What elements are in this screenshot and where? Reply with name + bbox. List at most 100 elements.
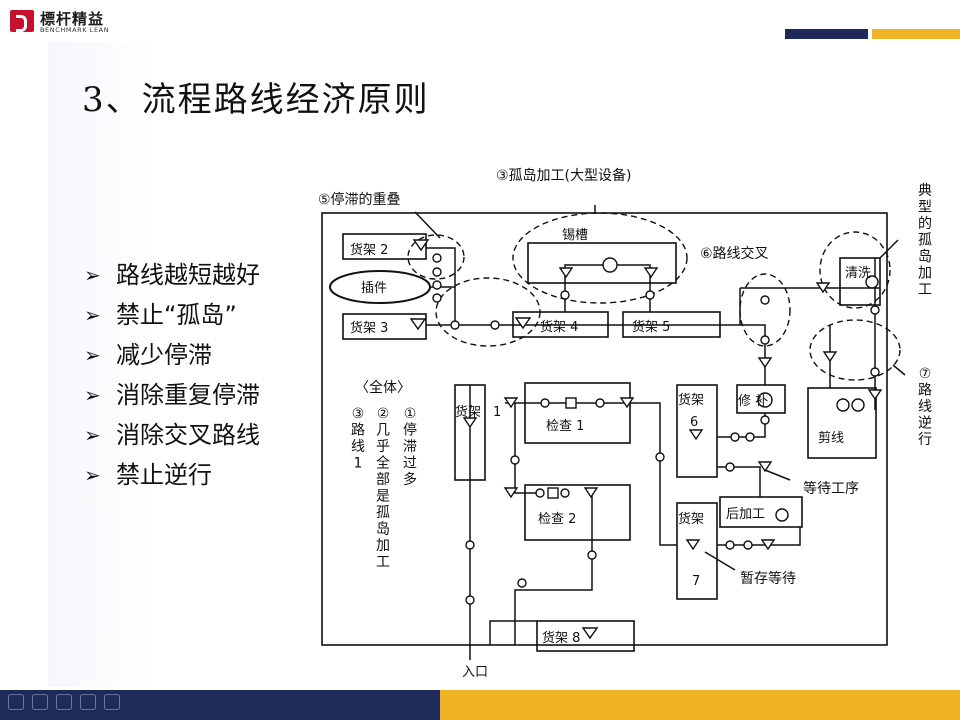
annotation-island-top: ③孤岛加工(大型设备) (496, 167, 631, 184)
station-box-wash (839, 257, 881, 306)
station-box-post (719, 496, 803, 528)
storage-triangle (409, 318, 427, 331)
top-accent-bar-navy (785, 29, 868, 39)
dashed-ring-island (512, 212, 688, 304)
top-accent-bar-gold (872, 29, 960, 39)
storage-triangle (462, 417, 478, 429)
route-line (489, 620, 537, 645)
storage-triangle (757, 461, 773, 473)
dashed-ring-crossing (739, 273, 791, 347)
station-number-shelf1: 1 (493, 405, 501, 420)
pointer-line (764, 469, 791, 481)
process-circle (560, 290, 570, 300)
process-circle (517, 578, 527, 588)
bottom-accent-gold (440, 690, 960, 720)
process-circle (432, 253, 442, 263)
annotation-crossing: ⑥路线交叉 (700, 245, 769, 262)
bullet-item: ➢ 消除交叉路线 (84, 415, 260, 455)
process-circle (760, 415, 770, 425)
process-circle (655, 452, 665, 462)
bullet-text: 禁止“孤岛” (116, 301, 237, 329)
station-label-shelf2: 货架 2 (350, 242, 388, 258)
dashed-ring-overlap (407, 234, 465, 280)
process-circle (510, 455, 520, 465)
bullet-item: ➢ 减少停滞 (84, 335, 260, 375)
annotation-waiting-process: 等待工序 (803, 480, 859, 497)
storage-triangle (503, 487, 519, 499)
process-circle (743, 540, 753, 550)
logo-mark-icon (10, 10, 34, 32)
process-circle (465, 595, 475, 605)
storage-triangle (760, 539, 776, 551)
zoom-icon[interactable] (56, 694, 72, 710)
pointer-line (704, 551, 736, 571)
station-box-tin-bath (527, 242, 677, 284)
storage-triangle (503, 397, 519, 409)
bullet-item: ➢消除重复停滞 (84, 375, 260, 415)
logo-text-cn: 標杆精益 (40, 10, 105, 28)
bullet-item: ➢禁止逆行 (84, 455, 260, 495)
route-line (426, 247, 766, 385)
station-box-shelf2 (342, 233, 427, 260)
station-box-shelf7 (676, 502, 718, 600)
process-circle (725, 462, 735, 472)
pointer-line (879, 239, 899, 259)
bullet-text: 消除交叉路线 (116, 421, 260, 449)
bullet-arrow-icon: ➢ (84, 343, 101, 367)
annotation-entrance: 入口 (462, 665, 488, 680)
station-label-check2: 检查 2 (538, 512, 576, 527)
process-circle (432, 267, 442, 277)
process-circle (870, 367, 880, 377)
station-label-shelf1: 货架 (455, 404, 481, 420)
bullet-arrow-icon: ➢ (84, 423, 101, 447)
bullet-text: 减少停滞 (116, 341, 212, 369)
station-number-shelf6: 6 (690, 415, 698, 430)
overall-heading: 〈全体〉 (355, 379, 411, 396)
station-label-post: 后加工 (726, 507, 765, 522)
storage-triangle (581, 627, 599, 640)
storage-triangle (619, 397, 635, 409)
process-circle (595, 398, 605, 408)
station-label-shelf6: 货架 (678, 392, 704, 408)
station-label-cut: 剪线 (818, 430, 844, 446)
pointer-options-icon[interactable] (80, 694, 96, 710)
slides-icon[interactable] (32, 694, 48, 710)
storage-triangle (643, 267, 659, 279)
bullet-arrow-icon: ➢ (84, 303, 101, 327)
content-panel (48, 42, 960, 687)
more-options-icon[interactable] (104, 694, 120, 710)
route-line (717, 466, 761, 497)
station-label-repair: 修 补 (738, 394, 768, 409)
inspection-square (547, 487, 559, 499)
station-label-check1: 检查 1 (546, 419, 584, 434)
process-circle (745, 432, 755, 442)
station-box-shelf3 (342, 313, 427, 340)
route-line (717, 413, 766, 438)
process-circle (865, 275, 879, 289)
process-circle (760, 295, 770, 305)
pen-tool-icon[interactable] (8, 694, 24, 710)
bullet-item: ➢ 禁止“孤岛” (84, 295, 260, 335)
process-circle (432, 280, 442, 290)
pointer-line (892, 364, 906, 376)
storage-triangle (688, 429, 704, 441)
process-circle (725, 540, 735, 550)
storage-triangle (757, 357, 773, 369)
process-circle (535, 488, 545, 498)
process-circle (836, 398, 850, 412)
station-box-check2 (524, 484, 631, 541)
station-box-repair (736, 384, 786, 414)
station-label-wash: 清洗 (845, 266, 871, 281)
bullet-list: ➢路线越短越好 ➢禁止“孤岛” ➢减少停滞 ➢消除重复停滞 ➢消除交叉路线 ➢禁… (84, 255, 260, 495)
annotation-temp-wait: 暂存等待 (740, 570, 796, 587)
process-circle (432, 293, 442, 303)
storage-triangle (558, 267, 574, 279)
station-box-shelf8 (536, 620, 635, 652)
storage-triangle (822, 351, 838, 363)
page-title: 3、流程路线经济原则 (82, 80, 430, 120)
route-line (514, 403, 540, 494)
